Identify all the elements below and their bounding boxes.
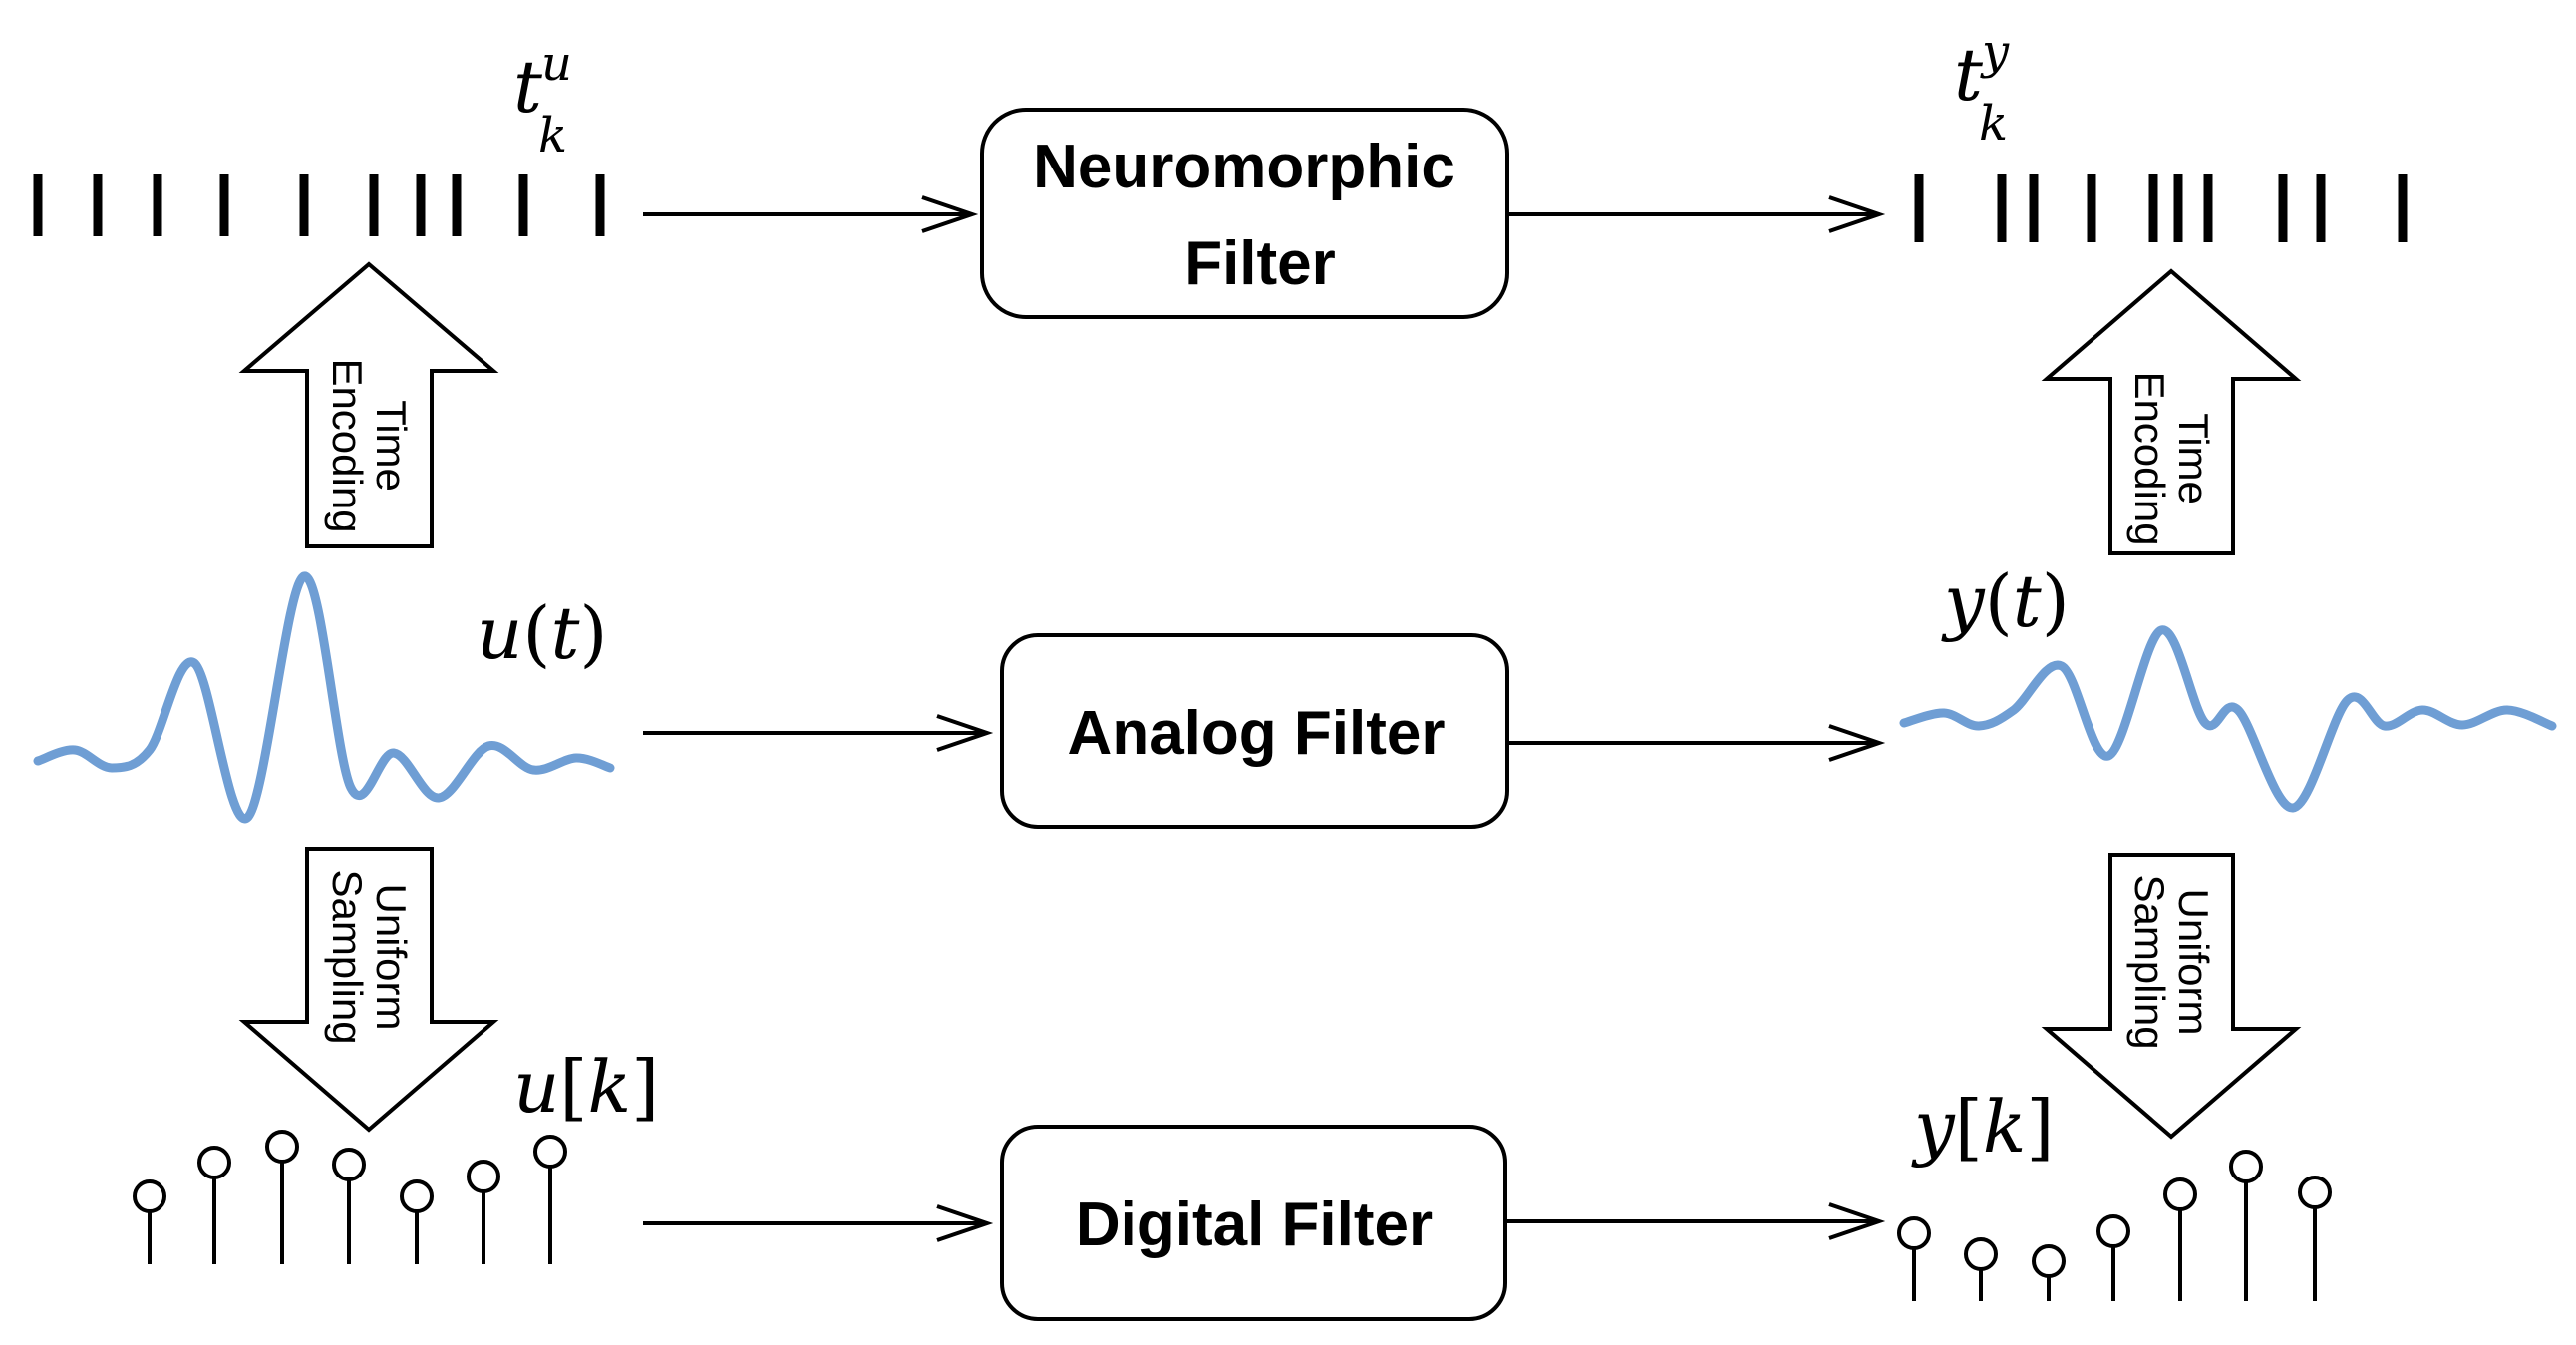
sample-stem [2032,1244,2066,1301]
uniform-sampling-left-line1: Uniform [368,883,415,1030]
sample-stem [467,1160,500,1264]
neuromorphic-filter-label-line1: Neuromorphic [1033,133,1455,201]
flow-arrow-digital-in [643,1204,994,1242]
sample-stem [400,1179,434,1264]
analog-filter-label: Analog Filter [1068,699,1446,768]
input-continuous-label: u(t) [477,591,608,675]
sample-stem [533,1135,567,1264]
sample-stem [1897,1216,1931,1301]
analog-filter-box: Analog Filter [1000,633,1509,829]
sample-stem [1964,1237,1998,1301]
digital-filter-box: Digital Filter [1000,1125,1507,1321]
sample-stem [2298,1176,2332,1301]
time-encoding-right-line2: Encoding [2126,371,2173,545]
input-discrete-samples [133,1130,567,1264]
output-continuous-label: y(t) [1941,559,2070,643]
neuromorphic-filter-label-line2: Filter [1184,229,1336,298]
digital-filter-label: Digital Filter [1076,1190,1433,1259]
flow-arrow-digital-out [1505,1202,1886,1240]
output-continuous-waveform [1899,625,2557,813]
sample-stem [265,1130,299,1264]
sample-stem [332,1148,366,1264]
time-encoding-left-line2: Encoding [324,358,371,532]
sample-stem [197,1146,231,1264]
flow-arrow-neuromorphic-out [1507,195,1886,233]
flow-arrow-neuromorphic-in [643,195,979,233]
sample-stem [2163,1177,2197,1301]
input-spike-train [33,174,605,236]
flow-arrow-analog-out [1507,724,1886,762]
output-spike-train [1914,174,2408,242]
input-continuous-waveform [33,571,615,824]
uniform-sampling-right-line2: Sampling [2126,874,2173,1049]
uniform-sampling-left-line2: Sampling [324,869,371,1044]
time-encoding-arrow-right: Time Encoding [2041,268,2302,555]
time-encoding-right-line1: Time [2170,413,2217,504]
time-encoding-left-line1: Time [368,400,415,492]
uniform-sampling-arrow-left: Uniform Sampling [238,847,499,1133]
time-encoding-arrow-left: Time Encoding [238,261,499,548]
input-discrete-label: u[k] [513,1045,659,1129]
sample-stem [133,1179,166,1264]
sample-stem [2096,1214,2130,1301]
neuromorphic-filter-box: Neuromorphic Filter [980,108,1509,319]
output-discrete-samples [1897,1150,2332,1301]
output-discrete-label: y[k] [1911,1085,2055,1169]
uniform-sampling-right-line1: Uniform [2170,888,2217,1035]
uniform-sampling-arrow-right: Uniform Sampling [2041,853,2302,1140]
sample-stem [2229,1150,2263,1301]
flow-arrow-analog-in [643,714,994,752]
